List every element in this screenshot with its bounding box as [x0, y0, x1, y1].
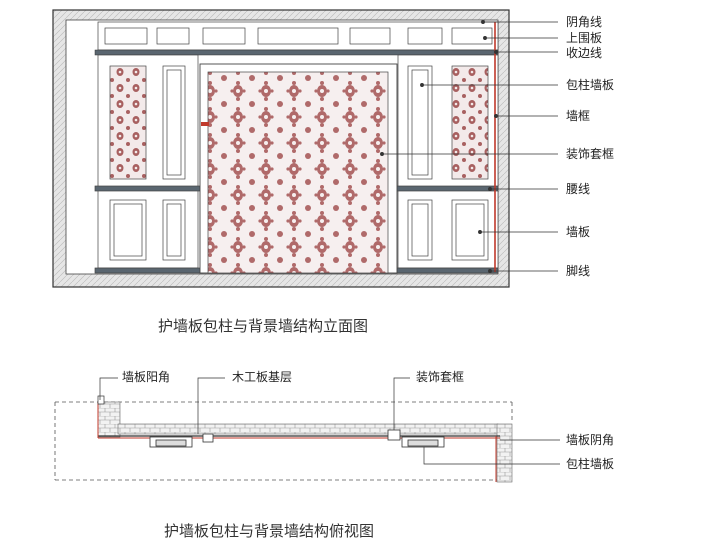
- plan-title: 护墙板包柱与背景墙结构俯视图: [164, 522, 374, 540]
- label-plan-decor-frame: 装饰套框: [416, 370, 464, 384]
- label-yinjiao-line: 阴角线: [566, 15, 602, 29]
- label-skirting: 脚线: [566, 263, 590, 278]
- label-wall-frame: 墙框: [566, 109, 590, 123]
- plan-dashed-outline: [54, 401, 513, 481]
- left-column: [94, 54, 204, 274]
- right-brick-column: [496, 423, 513, 483]
- label-inner-corner: 墙板阴角: [566, 433, 614, 447]
- plan-leaders: [99, 377, 560, 465]
- label-upper-panel: 上围板: [566, 31, 602, 45]
- elevation-title: 护墙板包柱与背景墙结构立面图: [158, 317, 368, 335]
- plan-drawing: 墙板阳角 木工板基层 装饰套框 墙板阴角 包柱墙板 护墙板包柱与背景墙结构俯视图: [54, 370, 614, 540]
- back-brick-wall: [117, 423, 499, 435]
- label-outer-corner: 墙板阳角: [122, 370, 170, 384]
- label-decor-frame: 装饰套框: [566, 147, 614, 161]
- label-plan-column-panel: 包柱墙板: [566, 456, 614, 471]
- label-column-panel: 包柱墙板: [566, 77, 614, 92]
- elevation-leaders: [380, 20, 558, 273]
- label-edge-trim: 收边线: [566, 46, 602, 60]
- label-waist-line: 腰线: [566, 182, 590, 196]
- red-marker: [201, 122, 209, 126]
- right-column: [392, 54, 499, 274]
- upper-panel-band: [97, 21, 499, 51]
- label-plywood-base: 木工板基层: [232, 370, 292, 384]
- plan-profiles: [149, 429, 445, 448]
- elevation-drawing: 阴角线 上围板 收边线 包柱墙板 墙框 装饰套框 腰线 墙板 脚线 护墙板包柱与…: [52, 9, 614, 335]
- label-wall-panel: 墙板: [566, 225, 590, 239]
- background-wallpaper: [207, 71, 389, 274]
- edge-trim-line: [94, 49, 499, 56]
- left-brick-wall: [97, 401, 121, 438]
